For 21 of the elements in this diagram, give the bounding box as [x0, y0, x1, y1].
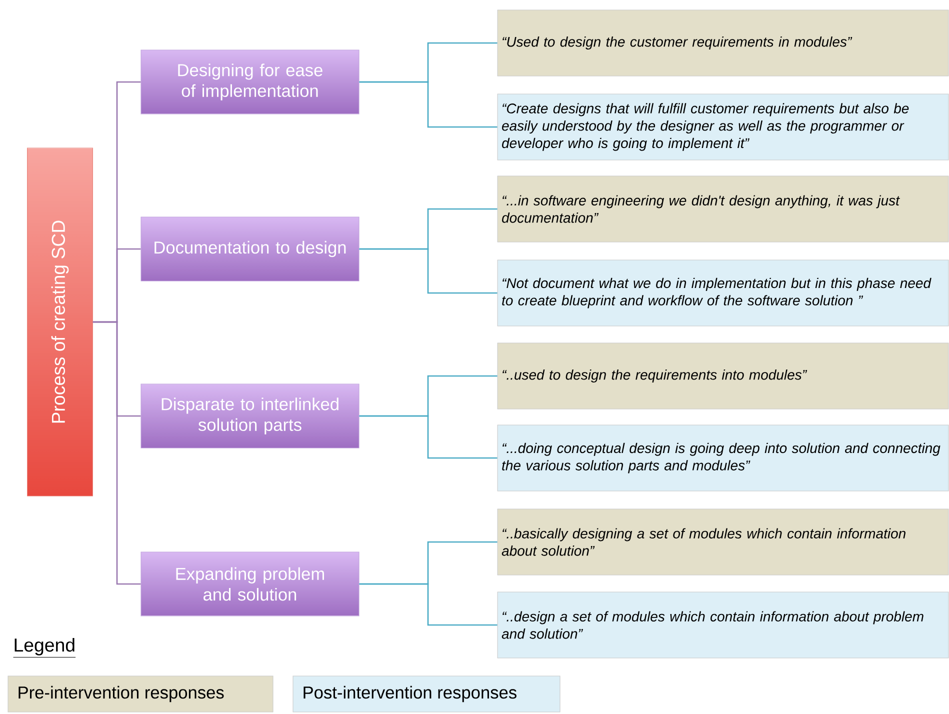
quote-box: “..used to design the requirements into modules”	[497, 342, 949, 410]
quote-box: “Used to design the customer requirements in modules”	[497, 10, 949, 76]
quote-box: “..design a set of modules which contain information about problem and solution”	[497, 592, 949, 658]
root-box: Process of creating SCD	[27, 148, 93, 496]
category-box: Expanding problem and solution	[140, 552, 360, 616]
connector-line	[359, 248, 498, 294]
quote-box: “Not document what we do in implementation but in this phase need to create blueprint and workflow of the software solution ”	[497, 260, 949, 326]
connector-line	[359, 81, 498, 128]
legend-item: Post-intervention responses	[292, 676, 560, 712]
connector-line	[359, 583, 498, 626]
legend-item: Pre-intervention responses	[8, 676, 274, 712]
quote-box: “...doing conceptual design is going deep into solution and connecting the various solution parts and modules”	[497, 424, 949, 492]
quote-box: “..basically designing a set of modules which contain information about solution”	[497, 508, 949, 576]
category-box: Designing for ease of implementation	[140, 50, 360, 114]
quote-box: “...in software engineering we didn't design anything, it was just documentation”	[497, 176, 949, 242]
category-box: Disparate to interlinked solution parts	[140, 384, 360, 448]
category-box: Documentation to design	[140, 216, 360, 282]
quote-box: “Create designs that will fulfill customer requirements but also be easily understood by the designer as well as the programmer or developer who is going to implement it”	[497, 94, 949, 160]
connector-line	[359, 415, 498, 459]
connector-line	[92, 321, 141, 585]
legend-heading: Legend	[13, 638, 76, 658]
